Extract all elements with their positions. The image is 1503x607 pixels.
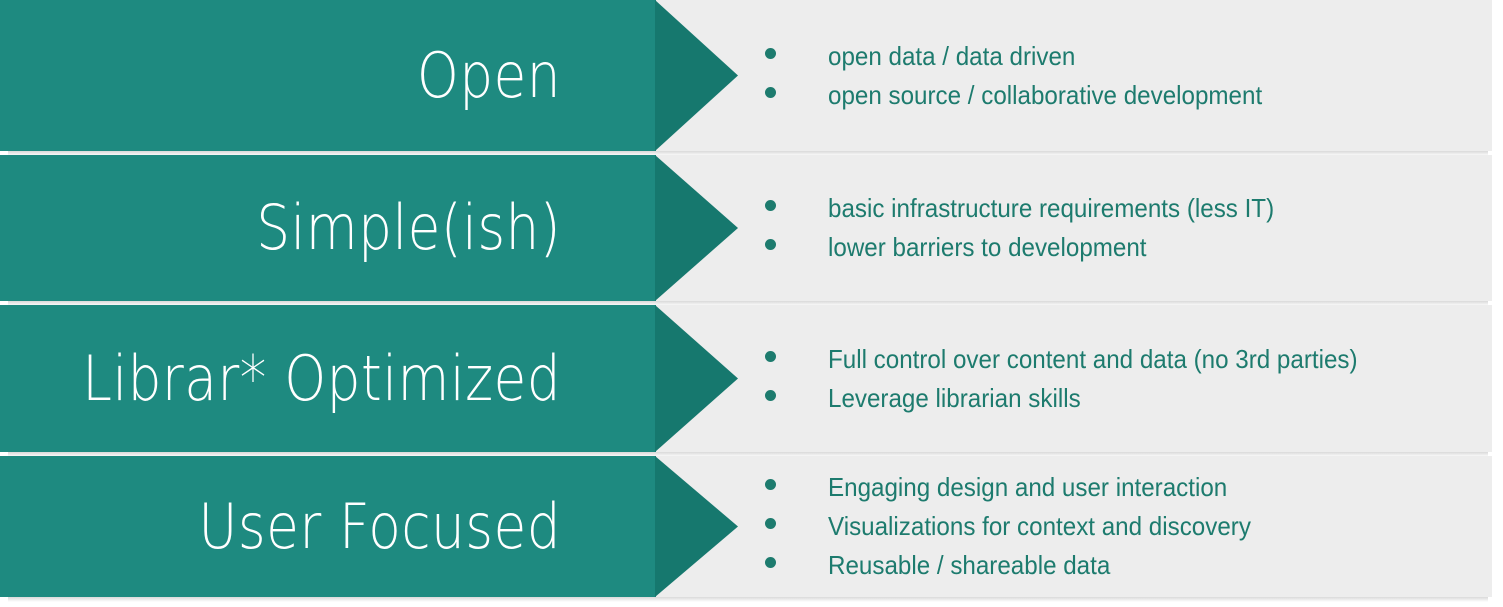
bullet-panel	[655, 456, 1492, 597]
chevron-body	[0, 155, 656, 301]
list-item: Engaging design and user interaction	[765, 468, 1493, 507]
chevron-arrow[interactable]: Open	[0, 0, 738, 151]
list-item: Full control over content and data (no 3…	[765, 340, 1493, 379]
list-item-label: Reusable / shareable data	[828, 550, 1111, 580]
bullet-dot-icon	[765, 239, 776, 250]
list-item: open source / collaborative development	[765, 76, 1493, 115]
list-item: Visualizations for context and discovery	[765, 507, 1493, 546]
chevron-arrow[interactable]: Simple(ish)	[0, 155, 738, 301]
chevron-head-icon	[655, 305, 738, 452]
chevron-head-icon	[655, 0, 738, 151]
list-item-label: open data / data driven	[828, 40, 1076, 71]
chevron-arrow[interactable]: User Focused	[0, 456, 738, 597]
bullet-dot-icon	[765, 518, 776, 529]
bullet-dot-icon	[765, 47, 776, 59]
bullet-dot-icon	[765, 479, 776, 490]
list-item: basic infrastructure requirements (less …	[765, 189, 1493, 228]
bullet-dot-icon	[765, 200, 776, 211]
bullet-dot-icon	[765, 557, 776, 568]
bullet-list: Engaging design and user interaction Vis…	[755, 456, 1493, 597]
list-item-label: basic infrastructure requirements (less …	[828, 193, 1275, 223]
bullet-list: Full control over content and data (no 3…	[755, 305, 1493, 452]
list-item-label: lower barriers to development	[828, 232, 1147, 262]
bullet-dot-icon	[765, 350, 776, 362]
chevron-arrow[interactable]: Librar* Optimized	[0, 305, 738, 452]
bullet-list: open data / data driven open source / co…	[755, 0, 1493, 151]
diagram-row: Open open data / data driven open source…	[0, 0, 1503, 151]
bullet-list: basic infrastructure requirements (less …	[755, 155, 1493, 301]
chevron-body	[0, 0, 656, 151]
diagram-row: Librar* Optimized Full control over cont…	[0, 305, 1503, 452]
bullet-dot-icon	[765, 86, 776, 98]
list-item-label: open source / collaborative development	[828, 79, 1263, 110]
bullet-panel	[655, 155, 1492, 301]
bullet-dot-icon	[765, 389, 776, 401]
diagram-row: Simple(ish) basic infrastructure require…	[0, 155, 1503, 301]
bullet-panel	[655, 305, 1492, 452]
list-item: lower barriers to development	[765, 228, 1493, 267]
chevron-head-icon	[655, 456, 738, 597]
row-shadow	[8, 597, 1488, 602]
chevron-body	[0, 456, 656, 597]
list-item: Reusable / shareable data	[765, 546, 1493, 585]
diagram-row: User Focused Engaging design and user in…	[0, 456, 1503, 597]
list-item-label: Leverage librarian skills	[828, 382, 1081, 413]
list-item-label: Visualizations for context and discovery	[828, 511, 1251, 541]
chevron-head-icon	[655, 155, 738, 301]
list-item-label: Full control over content and data (no 3…	[828, 343, 1358, 374]
bullet-panel	[655, 0, 1492, 151]
list-item: Leverage librarian skills	[765, 379, 1493, 418]
list-item: open data / data driven	[765, 37, 1493, 76]
list-item-label: Engaging design and user interaction	[828, 472, 1228, 502]
chevron-body	[0, 305, 656, 452]
